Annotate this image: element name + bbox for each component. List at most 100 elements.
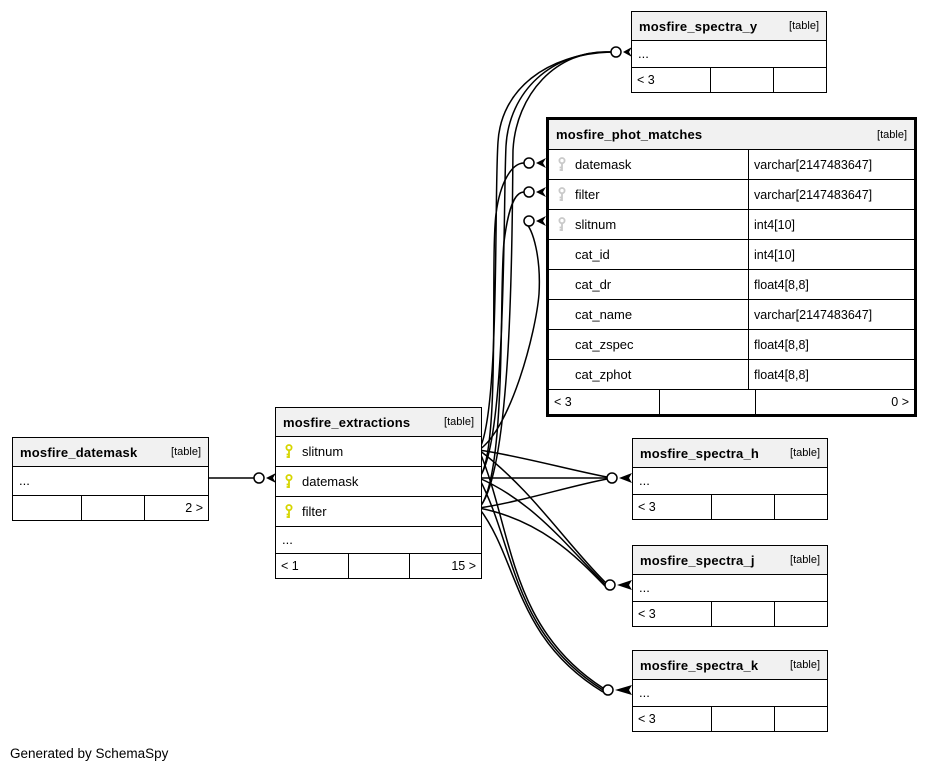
table-header[interactable]: mosfire_spectra_k [table]	[633, 651, 827, 680]
parent-count: < 3	[638, 712, 656, 726]
column-row: cat_zphot float4[8,8]	[549, 359, 914, 389]
child-count: 0 >	[755, 390, 914, 414]
arrowheads	[266, 47, 632, 695]
parent-count: < 1	[281, 559, 299, 573]
table-mosfire-extractions[interactable]: mosfire_extractions [table] slitnum date…	[275, 407, 482, 579]
parent-count: < 3	[554, 395, 572, 409]
table-footer: 2 >	[13, 495, 208, 520]
table-footer: < 3	[633, 601, 827, 626]
column-type: float4[8,8]	[748, 360, 914, 389]
table-footer: < 3	[633, 706, 827, 731]
table-name: mosfire_datemask	[20, 444, 138, 460]
footer-spacer	[710, 68, 773, 92]
column-row: slitnum	[276, 437, 481, 466]
columns-ellipsis: ...	[639, 473, 650, 488]
column-row: filter	[276, 496, 481, 526]
columns-ellipsis: ...	[276, 526, 481, 553]
child-count: 15 >	[409, 554, 481, 578]
parent-count: < 3	[638, 500, 656, 514]
footer-spacer	[81, 496, 144, 520]
key-icon	[276, 504, 302, 519]
column-name: cat_name	[575, 307, 633, 322]
column-name: slitnum	[575, 217, 617, 232]
table-header[interactable]: mosfire_spectra_j [table]	[633, 546, 827, 575]
child-count	[774, 707, 827, 731]
table-header[interactable]: mosfire_datemask [table]	[13, 438, 208, 467]
column-type: varchar[2147483647]	[748, 150, 914, 179]
columns-ellipsis: ...	[638, 46, 649, 61]
table-mosfire-spectra-j[interactable]: mosfire_spectra_j [table] ... < 3	[632, 545, 828, 627]
column-type: varchar[2147483647]	[748, 180, 914, 209]
column-name: cat_zphot	[575, 367, 632, 382]
table-header[interactable]: mosfire_phot_matches [table]	[549, 120, 914, 150]
column-row: datemask varchar[2147483647]	[549, 150, 914, 179]
table-mosfire-phot-matches[interactable]: mosfire_phot_matches [table] datemask va…	[546, 117, 917, 417]
table-mosfire-spectra-h[interactable]: mosfire_spectra_h [table] ... < 3	[632, 438, 828, 520]
footer-spacer	[711, 602, 774, 626]
child-count: 2 >	[144, 496, 208, 520]
column-row: cat_name varchar[2147483647]	[549, 299, 914, 329]
columns-ellipsis: ...	[639, 685, 650, 700]
table-footer: < 3	[632, 67, 826, 92]
table-mosfire-spectra-y[interactable]: mosfire_spectra_y [table] ... < 3	[631, 11, 827, 93]
table-mosfire-datemask[interactable]: mosfire_datemask [table] ... 2 >	[12, 437, 209, 521]
table-name: mosfire_spectra_h	[640, 445, 760, 461]
column-type: int4[10]	[748, 210, 914, 239]
key-icon	[549, 157, 575, 172]
column-name: slitnum	[302, 444, 344, 459]
parent-count	[13, 496, 81, 520]
table-header[interactable]: mosfire_extractions [table]	[276, 408, 481, 437]
column-row: cat_id int4[10]	[549, 239, 914, 269]
key-icon	[549, 217, 575, 232]
column-type: varchar[2147483647]	[748, 300, 914, 329]
table-tag: [table]	[790, 447, 820, 459]
column-row: slitnum int4[10]	[549, 209, 914, 239]
table-name: mosfire_phot_matches	[556, 127, 703, 142]
table-header[interactable]: mosfire_spectra_y [table]	[632, 12, 826, 41]
key-icon	[549, 187, 575, 202]
key-icon	[276, 474, 302, 489]
table-name: mosfire_spectra_k	[640, 657, 759, 673]
column-row: filter varchar[2147483647]	[549, 179, 914, 209]
footer-spacer	[348, 554, 409, 578]
footer-spacer	[659, 390, 755, 414]
child-count	[773, 68, 826, 92]
footer-spacer	[711, 707, 774, 731]
column-name: datemask	[302, 474, 359, 489]
child-count	[774, 495, 827, 519]
parent-count: < 3	[637, 73, 655, 87]
footer-spacer	[711, 495, 774, 519]
table-name: mosfire_extractions	[283, 414, 411, 430]
relation-curves	[207, 51, 612, 693]
column-type: int4[10]	[748, 240, 914, 269]
column-row: cat_zspec float4[8,8]	[549, 329, 914, 359]
table-footer: < 3	[633, 494, 827, 519]
table-tag: [table]	[444, 416, 474, 428]
table-name: mosfire_spectra_j	[640, 552, 755, 568]
column-name: datemask	[575, 157, 632, 172]
child-count	[774, 602, 827, 626]
table-tag: [table]	[789, 20, 819, 32]
column-type: float4[8,8]	[748, 270, 914, 299]
table-footer: < 1 15 >	[276, 553, 481, 578]
column-name: cat_id	[575, 247, 610, 262]
column-type: float4[8,8]	[748, 330, 914, 359]
columns-ellipsis: ...	[639, 580, 650, 595]
generated-by-note: Generated by SchemaSpy	[10, 746, 169, 761]
table-header[interactable]: mosfire_spectra_h [table]	[633, 439, 827, 468]
table-name: mosfire_spectra_y	[639, 18, 758, 34]
column-name: filter	[575, 187, 600, 202]
column-name: filter	[302, 504, 327, 519]
table-tag: [table]	[877, 128, 907, 141]
key-icon	[276, 444, 302, 459]
cardinality-circles	[253, 46, 622, 696]
table-tag: [table]	[171, 446, 201, 458]
table-tag: [table]	[790, 554, 820, 566]
column-name: cat_dr	[575, 277, 612, 292]
table-mosfire-spectra-k[interactable]: mosfire_spectra_k [table] ... < 3	[632, 650, 828, 732]
column-row: datemask	[276, 466, 481, 496]
column-row: cat_dr float4[8,8]	[549, 269, 914, 299]
columns-ellipsis: ...	[19, 473, 30, 488]
